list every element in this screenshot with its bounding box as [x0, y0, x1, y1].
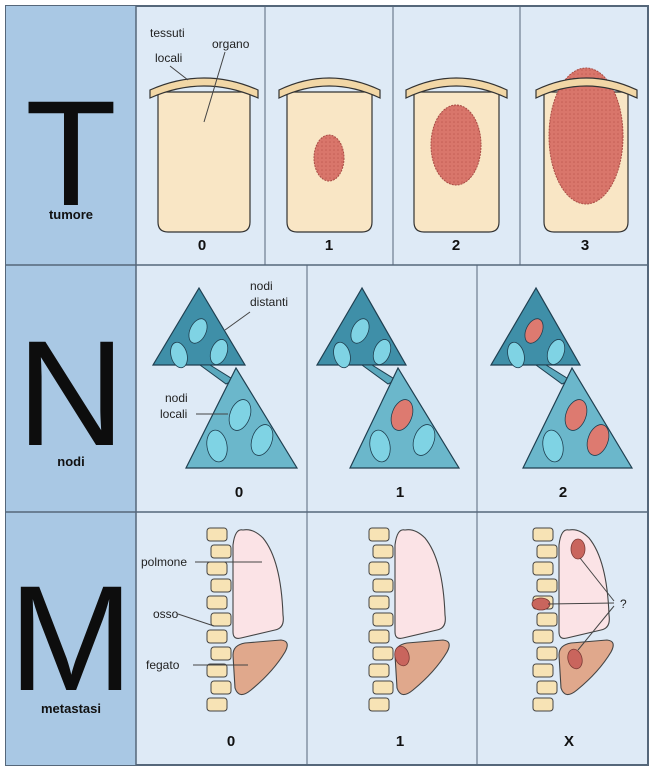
vertebra [537, 579, 557, 592]
vertebra [211, 545, 231, 558]
vertebra [369, 562, 389, 575]
vertebra [373, 613, 393, 626]
vertebra [537, 613, 557, 626]
vertebra [207, 562, 227, 575]
vertebra [533, 630, 553, 643]
t2-tumor [431, 105, 481, 185]
vertebra [533, 698, 553, 711]
vertebra [373, 681, 393, 694]
vertebra [373, 579, 393, 592]
t-annot-organ: organo [212, 37, 250, 51]
m-row-label: metastasi [41, 701, 101, 716]
vertebra [207, 698, 227, 711]
vertebra [369, 664, 389, 677]
n-row-label: nodi [57, 454, 84, 469]
m-annot-liver: fegato [146, 658, 180, 672]
vertebra [369, 528, 389, 541]
n-stage-2: 2 [559, 484, 567, 501]
t-stage-0: 0 [198, 237, 206, 254]
n-annot-distant-line2: distanti [250, 295, 288, 309]
t-stage-3: 3 [581, 237, 589, 254]
n-annot-local-line1: nodi [165, 391, 188, 405]
vertebra [211, 579, 231, 592]
t2-organ [406, 78, 507, 232]
m-annot-bone: osso [153, 607, 179, 621]
mx-bone-metastasis [532, 598, 550, 610]
vertebra [369, 596, 389, 609]
t1-organ [279, 78, 380, 232]
vertebra [369, 698, 389, 711]
vertebra [533, 664, 553, 677]
t3-organ [536, 68, 637, 232]
n-stage-0: 0 [235, 484, 243, 501]
n-annot-local-line2: locali [160, 407, 187, 421]
m-letter: M [9, 554, 134, 722]
t1-tumor [314, 135, 344, 181]
vertebra [207, 664, 227, 677]
vertebra [207, 596, 227, 609]
n-stage-1: 1 [396, 484, 404, 501]
vertebra [369, 630, 389, 643]
vertebra [211, 681, 231, 694]
vertebra [533, 562, 553, 575]
m-annot-lung: polmone [141, 555, 187, 569]
m-stage-1: 1 [396, 733, 404, 750]
vertebra [537, 681, 557, 694]
t0-organ [150, 78, 258, 232]
vertebra [211, 613, 231, 626]
t-stage-2: 2 [452, 237, 460, 254]
m-stage-0: 0 [227, 733, 235, 750]
vertebra [373, 647, 393, 660]
mx-annot-unknown: ? [620, 597, 627, 611]
t-annot-tissue-line2: locali [155, 51, 182, 65]
m-stage-x: X [564, 733, 574, 750]
vertebra [373, 545, 393, 558]
vertebra [207, 630, 227, 643]
vertebra [537, 647, 557, 660]
t-annot-tissue-line1: tessuti [150, 26, 185, 40]
vertebra [537, 545, 557, 558]
vertebra [533, 528, 553, 541]
vertebra [211, 647, 231, 660]
vertebra [207, 528, 227, 541]
n-letter: N [17, 309, 125, 477]
t-stage-1: 1 [325, 237, 333, 254]
mx-lung-metastasis [571, 539, 585, 559]
t-row-label: tumore [49, 207, 93, 222]
n-annot-distant-line1: nodi [250, 279, 273, 293]
